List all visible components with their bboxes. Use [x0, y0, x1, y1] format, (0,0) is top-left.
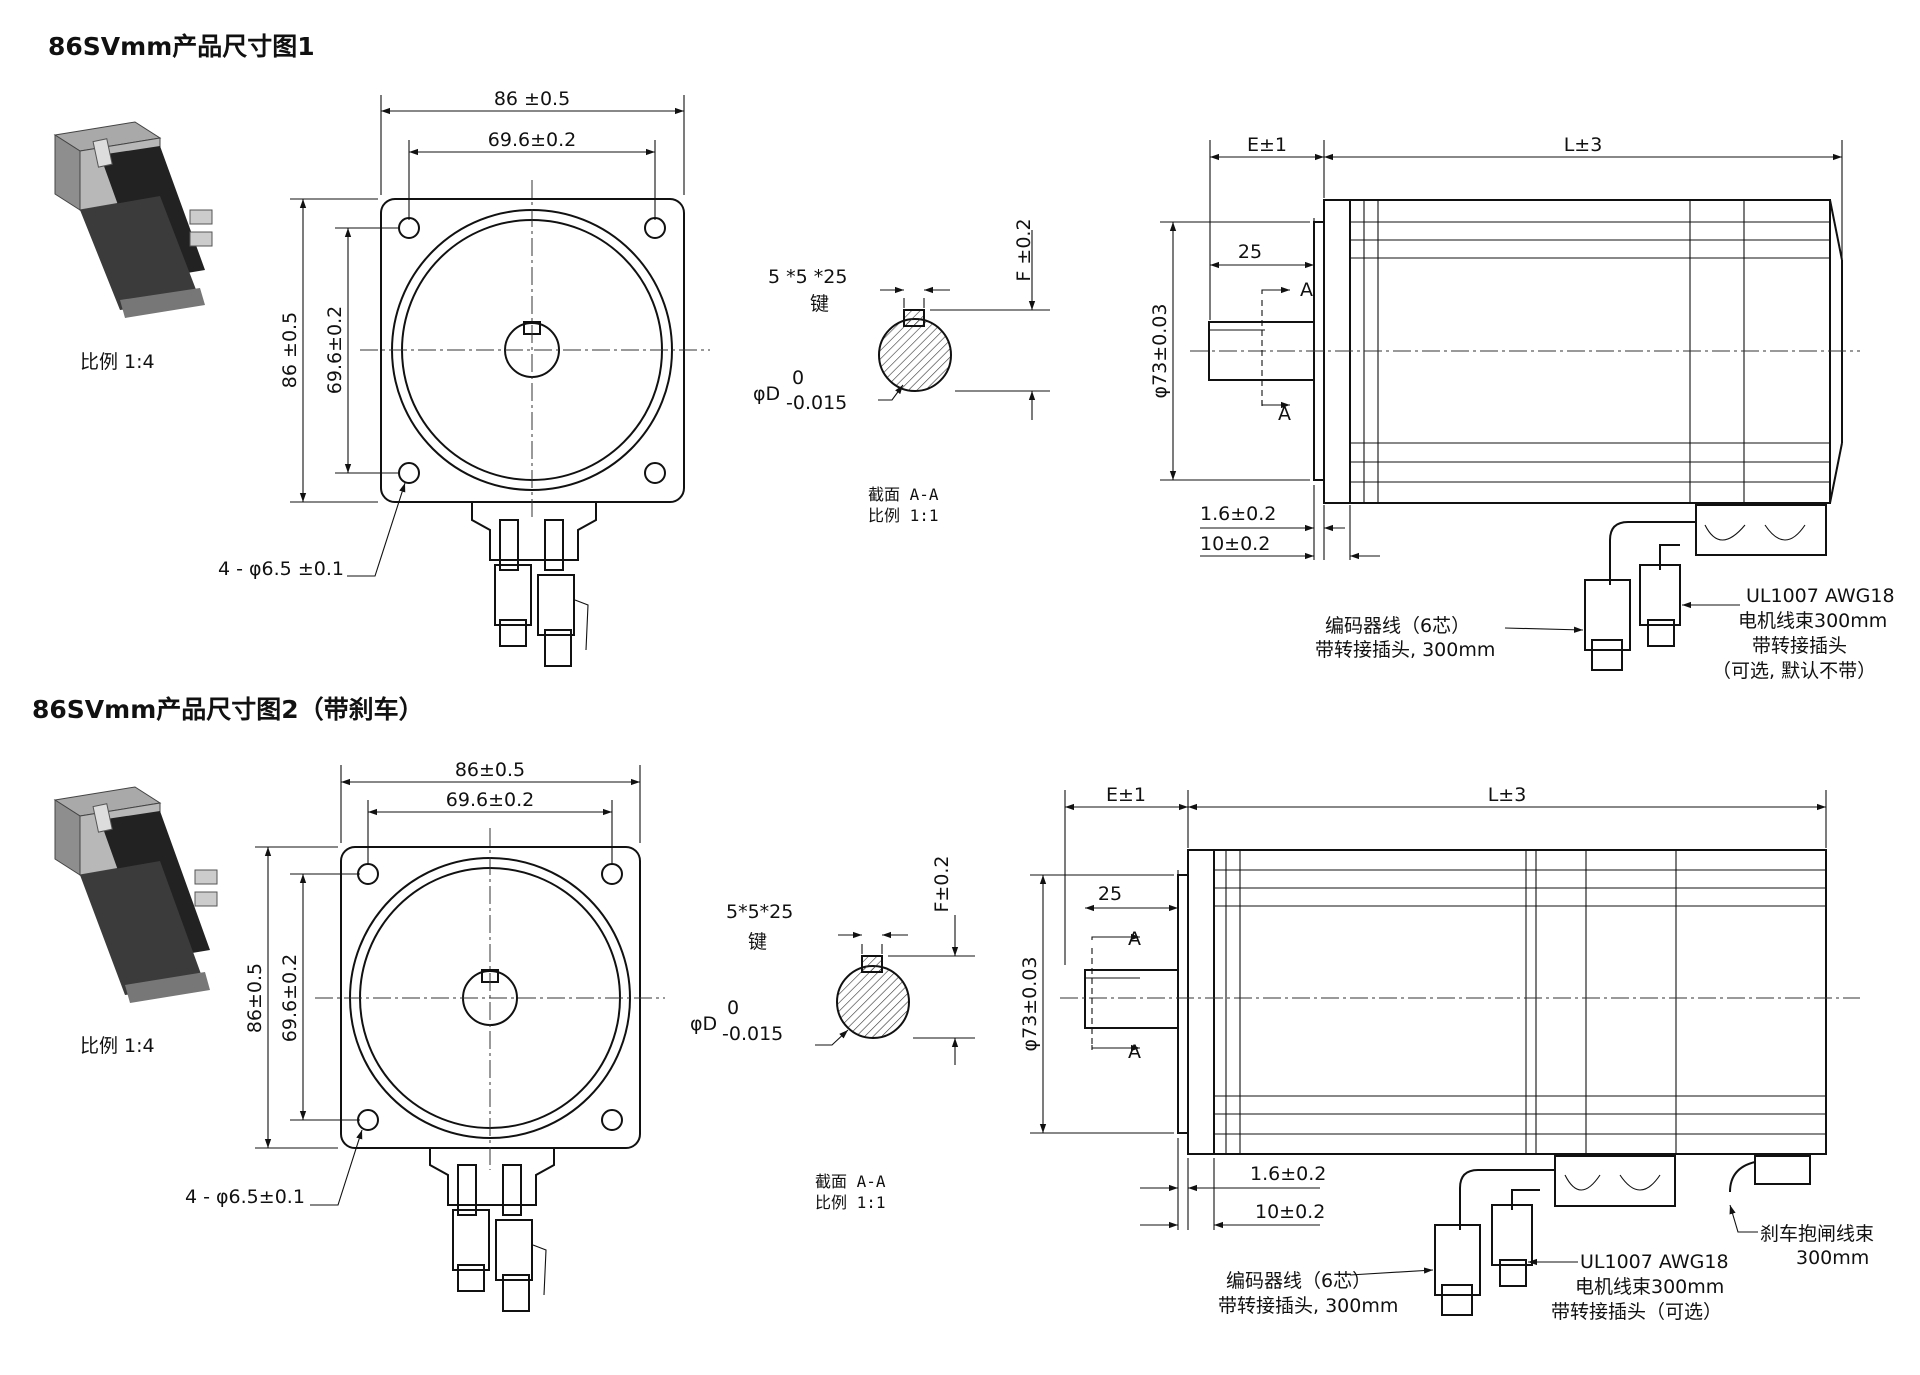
section2-scale: 比例 1:1 — [815, 1193, 886, 1212]
side1-motor-line3: 带转接插头 — [1752, 635, 1847, 657]
side2-e-dim: E±1 — [1106, 784, 1146, 806]
figure-2-scale-label: 比例 1:4 — [80, 1035, 155, 1057]
side1-motor-line1: UL1007 AWG18 — [1746, 585, 1895, 607]
section1-key-label: 键 — [810, 293, 829, 315]
front2-height-outer: 86±0.5 — [244, 963, 266, 1033]
side1-flange-step: 1.6±0.2 — [1200, 503, 1276, 525]
section1-scale: 比例 1:1 — [868, 506, 939, 525]
side1-e-dim: E±1 — [1247, 134, 1287, 156]
side1-motor-line2: 电机线束300mm — [1738, 610, 1887, 632]
side2-section-mark-top: A — [1128, 928, 1141, 950]
section1-d-lower: -0.015 — [786, 392, 847, 414]
front1-height-inner: 69.6±0.2 — [324, 306, 346, 394]
side1-encoder-line1: 编码器线（6芯） — [1325, 615, 1470, 637]
section1-f-dim: F ±0.2 — [1013, 218, 1035, 281]
motor-thumbnail-brake — [53, 786, 218, 1003]
section2-d-upper: 0 — [727, 997, 739, 1019]
side1-motor-line4: （可选, 默认不带） — [1712, 660, 1876, 682]
side2-encoder-line1: 编码器线（6芯） — [1226, 1270, 1371, 1292]
side1-shaft-len: 25 — [1238, 241, 1262, 263]
side2-flange-thick: 10±0.2 — [1255, 1201, 1325, 1223]
side-view-1 — [1160, 140, 1860, 671]
section-view-2 — [815, 915, 975, 1065]
figure-1-scale-label: 比例 1:4 — [80, 351, 155, 373]
section2-key-label: 键 — [748, 931, 767, 953]
motor-thumbnail — [53, 121, 213, 318]
side2-brake-line1: 刹车抱闸线束 — [1760, 1223, 1874, 1245]
figure-1-title: 86SVmm产品尺寸图1 — [48, 32, 315, 61]
side2-pilot-dia: φ73±0.03 — [1019, 957, 1041, 1052]
side1-pilot-dia: φ73±0.03 — [1149, 304, 1171, 399]
side2-section-mark-bottom: A — [1128, 1041, 1141, 1063]
front1-width-inner: 69.6±0.2 — [488, 129, 576, 151]
front1-height-outer: 86 ±0.5 — [279, 312, 301, 388]
front-view-1 — [290, 95, 710, 667]
side2-l-dim: L±3 — [1488, 784, 1527, 806]
front2-width-inner: 69.6±0.2 — [446, 789, 534, 811]
section2-d-lower: -0.015 — [722, 1023, 783, 1045]
side2-motor-line2: 电机线束300mm — [1575, 1276, 1724, 1298]
front1-holes: 4 - φ6.5 ±0.1 — [218, 558, 344, 580]
front2-width-outer: 86±0.5 — [455, 759, 525, 781]
figure-2: 86SVmm产品尺寸图2（带刹车） 比例 1:4 — [32, 695, 1874, 1323]
side2-flange-step: 1.6±0.2 — [1250, 1163, 1326, 1185]
section2-label: 截面 A-A — [815, 1172, 886, 1191]
section2-d-symbol: φD — [690, 1013, 717, 1035]
figure-2-title: 86SVmm产品尺寸图2（带刹车） — [32, 695, 424, 724]
section2-key: 5*5*25 — [726, 901, 793, 923]
side2-motor-line3: 带转接插头（可选） — [1551, 1301, 1722, 1323]
section1-d-upper: 0 — [792, 367, 804, 389]
section1-label: 截面 A-A — [868, 485, 939, 504]
front2-height-inner: 69.6±0.2 — [279, 954, 301, 1042]
section-view-1 — [878, 230, 1050, 420]
side1-flange-thick: 10±0.2 — [1200, 533, 1270, 555]
side2-shaft-len: 25 — [1098, 883, 1122, 905]
side1-encoder-line2: 带转接插头, 300mm — [1315, 639, 1495, 661]
figure-1: 86SVmm产品尺寸图1 比例 1:4 — [48, 32, 1895, 682]
side2-brake-line2: 300mm — [1796, 1247, 1869, 1269]
side2-encoder-line2: 带转接插头, 300mm — [1218, 1295, 1398, 1317]
section1-d-symbol: φD — [753, 383, 780, 405]
side1-l-dim: L±3 — [1564, 134, 1603, 156]
section1-key: 5 *5 *25 — [768, 266, 847, 288]
side1-section-mark-bottom: A — [1278, 403, 1291, 425]
front1-width-outer: 86 ±0.5 — [494, 88, 570, 110]
front2-holes: 4 - φ6.5±0.1 — [185, 1186, 305, 1208]
front-view-2 — [255, 765, 665, 1312]
side-view-2 — [1030, 790, 1860, 1316]
side1-section-mark-top: A — [1300, 279, 1313, 301]
side2-motor-line1: UL1007 AWG18 — [1580, 1251, 1729, 1273]
section2-f-dim: F±0.2 — [931, 855, 953, 912]
